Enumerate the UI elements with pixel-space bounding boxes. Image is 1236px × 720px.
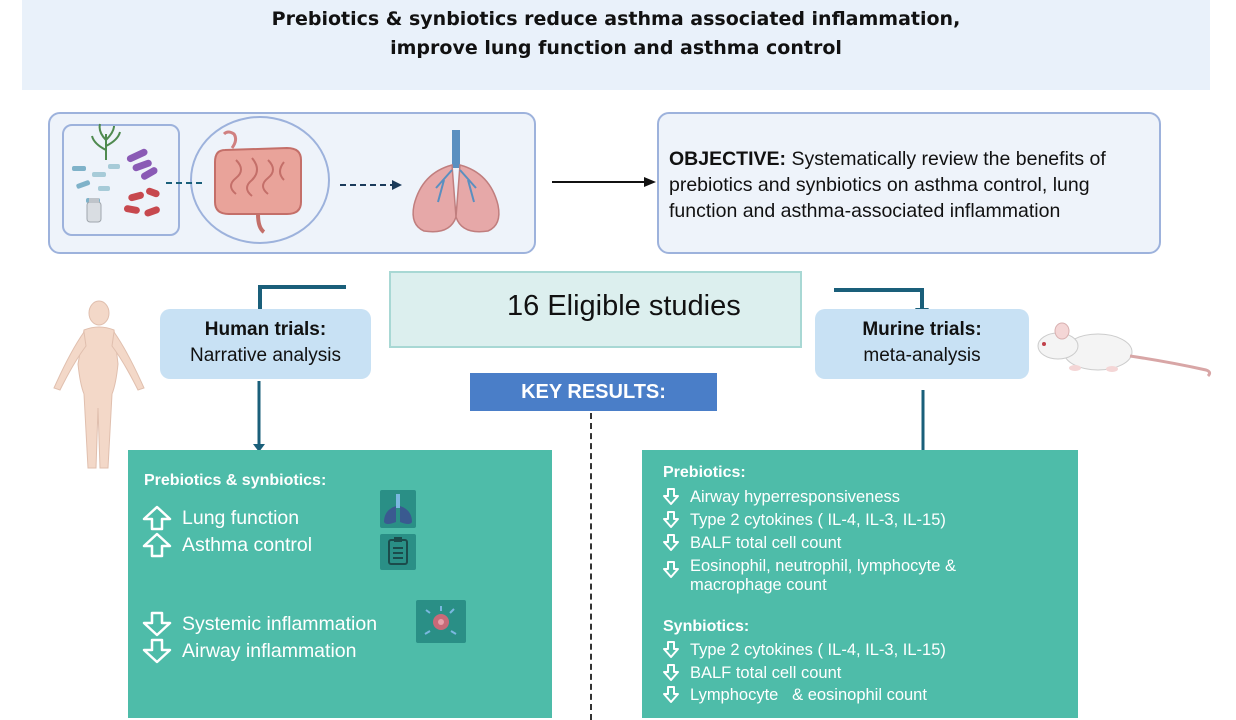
red-bacteria-icon [123,187,160,217]
purple-bacteria-icon [126,148,158,180]
title-line-1: Prebiotics & synbiotics reduce asthma as… [271,8,961,30]
human-results-panel: Prebiotics & synbiotics: Lung function A… [128,450,552,718]
murine-result-text: BALF total cell count [690,664,842,682]
gut-lung-arrowhead [392,180,402,190]
murine-result-row: BALF total cell count [662,534,841,553]
down-arrow-icon [142,638,172,664]
murine-result-text: Type 2 cytokines ( IL-4, IL-3, IL-15) [690,511,946,529]
objective-text: Systematically review the benefits of pr… [669,148,1106,222]
human-result-text: Airway inflammation [182,639,357,662]
human-result-row: Lung function [142,505,299,531]
lungs-icon [412,130,500,233]
prebiotics-heading: Prebiotics: [663,464,746,481]
eligible-studies-box: 16 Eligible studies [389,271,802,348]
human-trials-heading: Human trials: [204,319,327,340]
down-arrow-icon [663,534,679,551]
human-results-arrowhead [253,444,265,452]
murine-result-row: Airway hyperresponsiveness [662,488,900,507]
title-line-2: improve lung function and asthma control [390,37,842,59]
objective-label: OBJECTIVE: [669,148,787,170]
murine-trials-heading: Murine trials: [862,319,982,340]
clipboard-icon [380,534,416,570]
gut-circle [190,116,330,244]
plant-icon [91,123,121,160]
murine-trials-subtitle: meta-analysis [863,345,981,366]
up-arrow-icon [142,532,172,558]
microbes-box [62,124,180,236]
murine-result-row: Eosinophil, neutrophil, lymphocyte & mac… [662,557,956,595]
murine-result-text: Type 2 cytokines ( IL-4, IL-3, IL-15) [690,641,946,659]
human-trials-subtitle: Narrative analysis [190,345,341,366]
lungs-tile-icon [380,490,416,528]
down-arrow-icon [663,561,679,578]
down-arrow-icon [663,641,679,658]
murine-result-row: Type 2 cytokines ( IL-4, IL-3, IL-15) [662,511,946,530]
murine-result-text: Airway hyperresponsiveness [690,488,901,506]
down-arrow-icon [663,488,679,505]
human-result-row: Asthma control [142,532,312,558]
human-result-text: Asthma control [182,533,313,556]
up-arrow-icon [142,505,172,531]
key-results-banner: KEY RESULTS: [470,373,717,411]
title-banner: Prebiotics & synbiotics reduce asthma as… [22,0,1210,90]
human-result-text: Lung function [182,506,300,529]
murine-trials-pill: Murine trials: meta-analysis [815,309,1029,379]
objective-arrowhead [644,177,656,187]
pills-icon [72,164,120,203]
mouse-icon [1037,322,1212,378]
murine-result-text-line: Eosinophil, neutrophil, lymphocyte & [690,557,956,575]
down-arrow-icon [663,686,679,703]
human-result-row: Systemic inflammation [142,611,377,637]
studies-human-connector [258,285,346,310]
murine-result-text-line: macrophage count [690,576,827,594]
human-figure-icon [53,300,145,469]
down-arrow-icon [663,511,679,528]
murine-result-text-block: Eosinophil, neutrophil, lymphocyte & mac… [690,557,956,595]
murine-results-panel: Prebiotics: Airway hyperresponsiveness T… [642,450,1078,718]
results-divider [590,413,592,720]
human-results-heading: Prebiotics & synbiotics: [144,472,327,489]
eligible-studies-text: 16 Eligible studies [507,290,741,322]
human-trials-pill: Human trials: Narrative analysis [160,309,371,379]
supplement-bottle-icon [86,198,102,223]
murine-result-row: Type 2 cytokines ( IL-4, IL-3, IL-15) [662,641,946,660]
synbiotics-heading: Synbiotics: [663,618,750,635]
inflammation-cell-icon [416,600,466,643]
murine-result-row: Lymphocyte & eosinophil count [662,686,927,705]
murine-result-text: BALF total cell count [690,534,842,552]
studies-murine-connector [834,288,924,312]
objective-box: OBJECTIVE: Systematically review the ben… [657,112,1161,254]
down-arrow-icon [663,664,679,681]
down-arrow-icon [142,611,172,637]
human-result-text: Systemic inflammation [182,612,378,635]
intestine-icon [214,130,302,234]
murine-result-row: BALF total cell count [662,664,841,683]
human-result-row: Airway inflammation [142,638,356,664]
murine-result-text: Lymphocyte & eosinophil count [690,686,927,704]
